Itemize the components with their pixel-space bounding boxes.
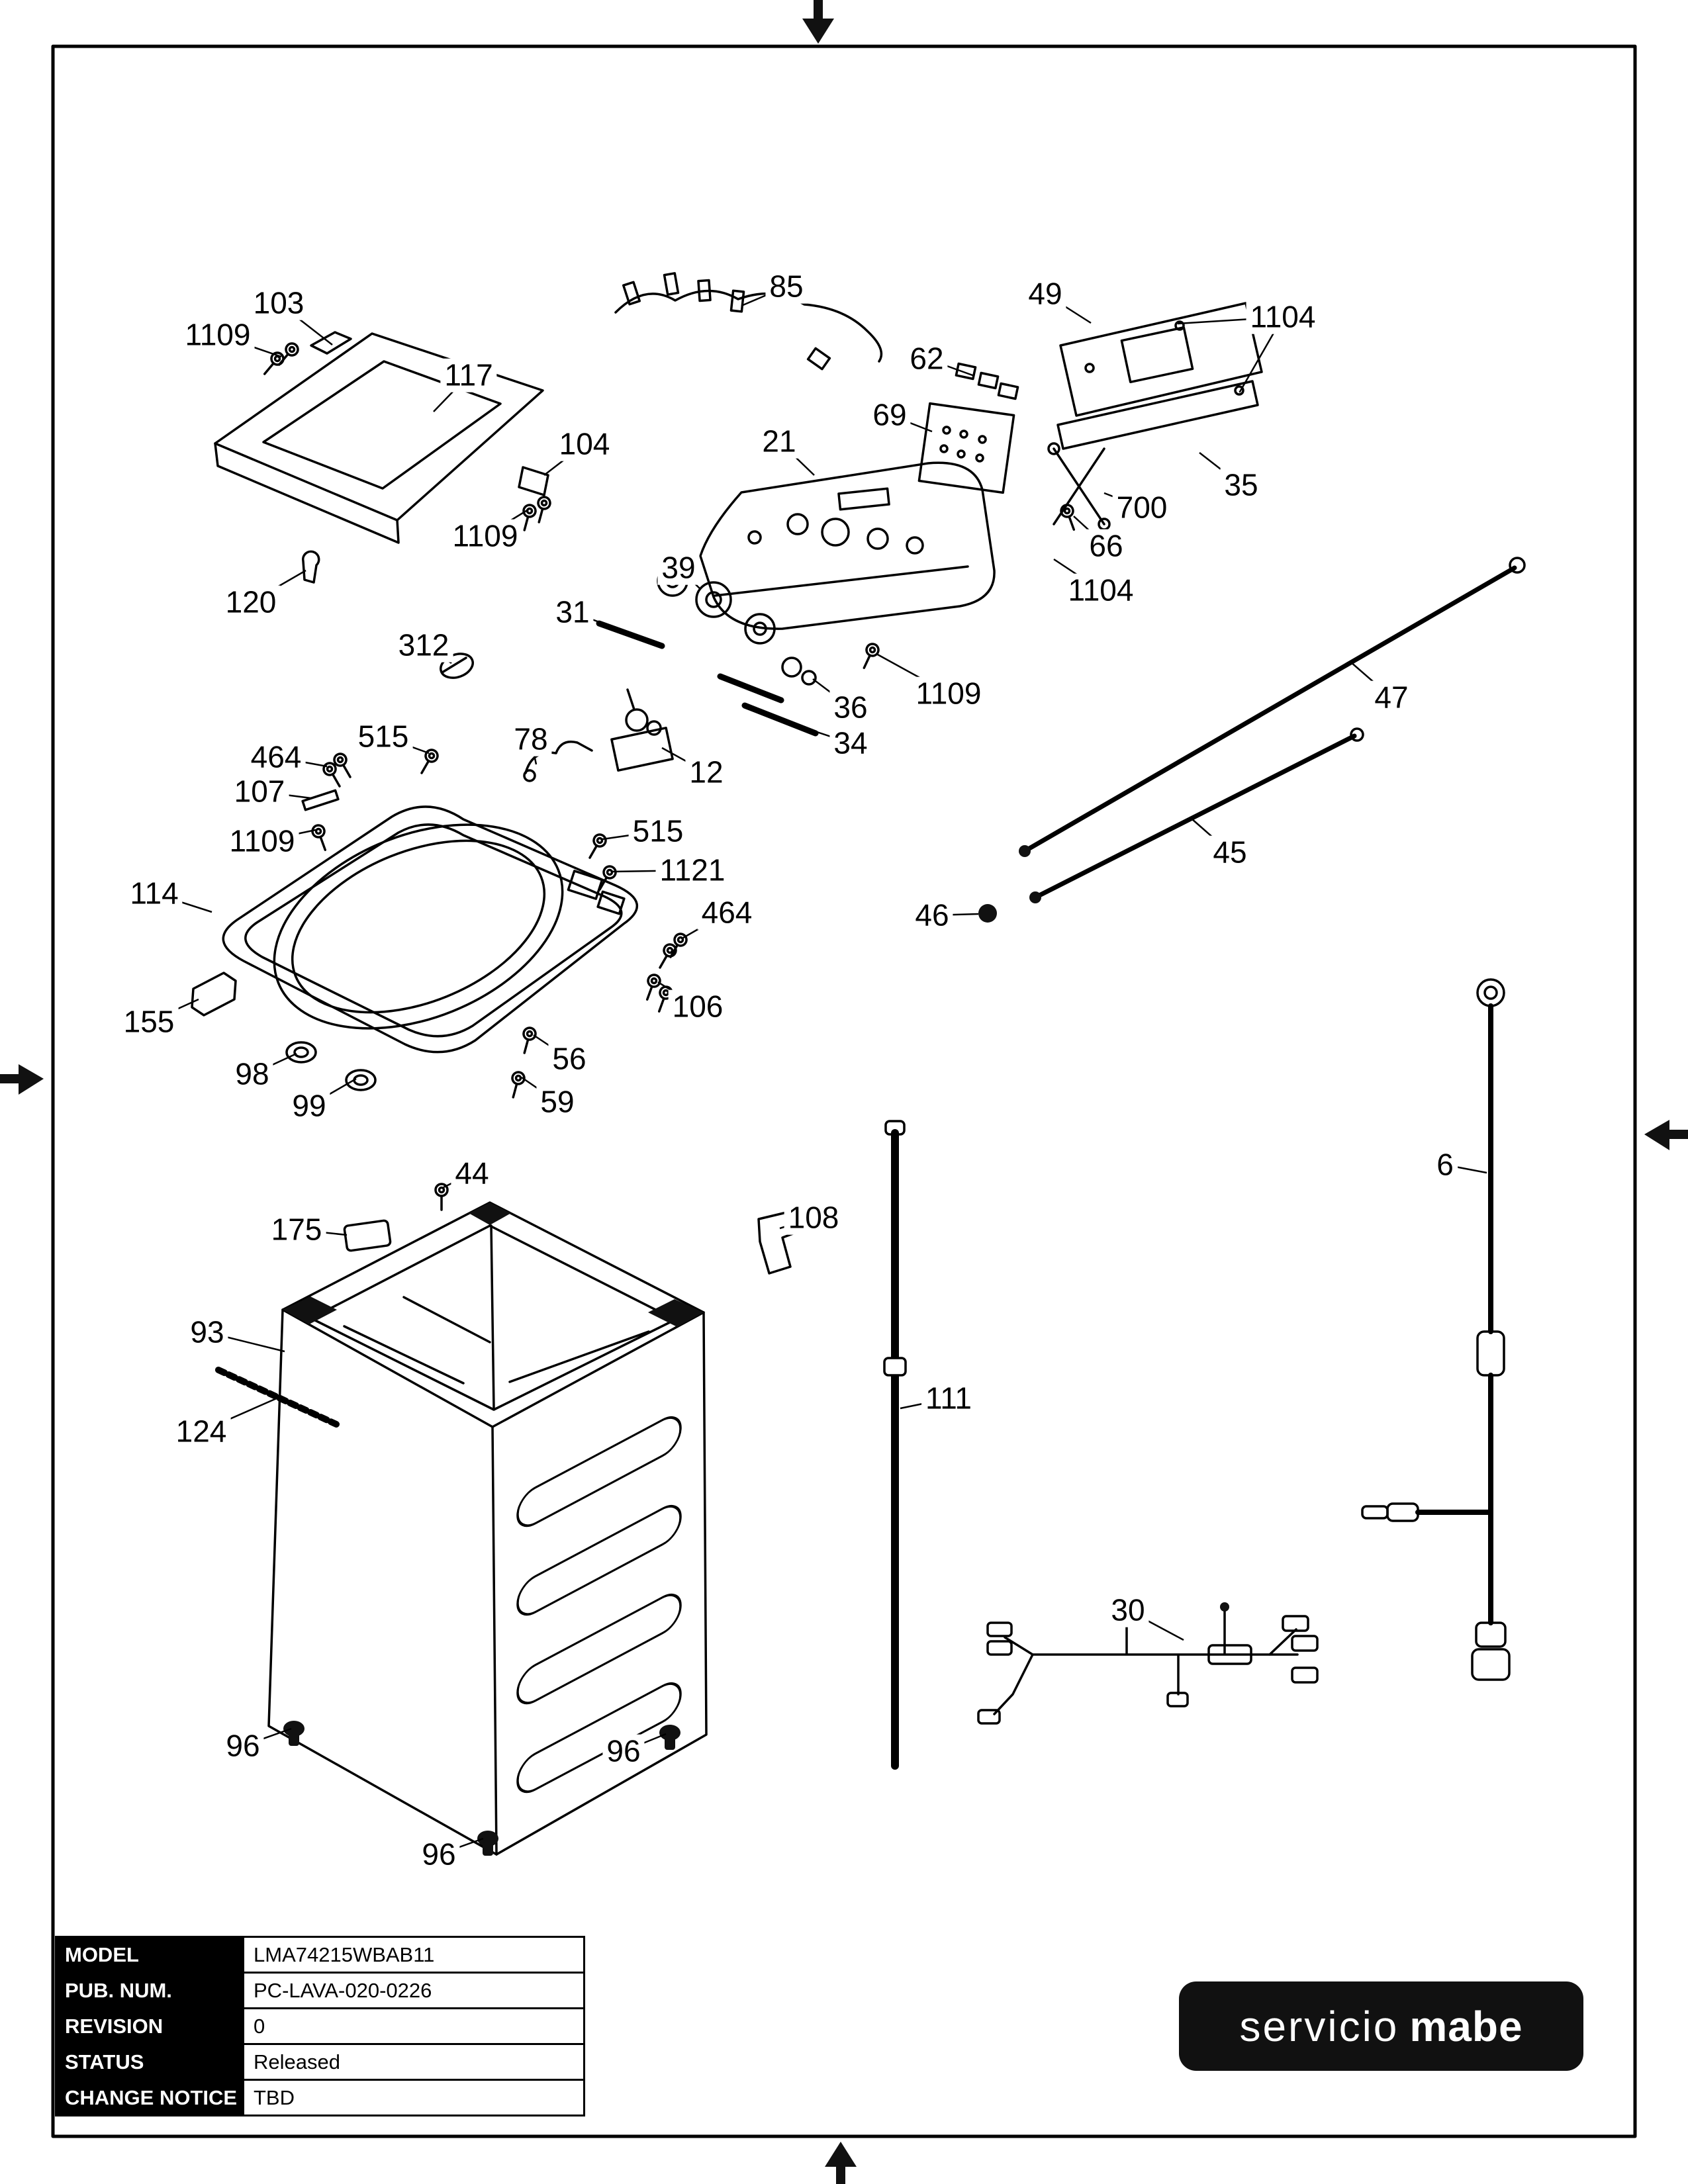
tub-ring-drawing [191, 746, 690, 1101]
suspension-rods-drawing [978, 557, 1526, 923]
title-block-value: 0 [242, 2007, 585, 2045]
page-border [51, 44, 1637, 2138]
main-harness-drawing [977, 1602, 1319, 1725]
knobs-and-trim-drawing [596, 565, 819, 737]
registration-mark-bottom [836, 2165, 845, 2184]
title-block-row: CHANGE NOTICE TBD [55, 2079, 585, 2116]
title-block-label: MODEL [55, 1936, 244, 1974]
title-block-row: MODEL LMA74215WBAB11 [55, 1936, 585, 1974]
logo-text-mabe: mabe [1409, 2002, 1523, 2050]
servicio-mabe-logo: servicio mabe [1179, 1981, 1583, 2071]
lid-assembly-drawing [214, 331, 553, 584]
title-block-row: REVISION 0 [55, 2007, 585, 2045]
title-block-table: MODEL LMA74215WBAB11 PUB. NUM. PC-LAVA-0… [55, 1936, 585, 2116]
latch-parts-drawing [440, 653, 674, 782]
registration-mark-left [0, 1074, 20, 1083]
title-block-row: PUB. NUM. PC-LAVA-020-0226 [55, 1972, 585, 2009]
title-block-label: PUB. NUM. [55, 1972, 244, 2009]
cabinet-drawing [215, 1183, 794, 1857]
hinge-bracket-drawing [1047, 442, 1111, 533]
title-block-row: STATUS Released [55, 2043, 585, 2081]
fill-hose-drawing [1361, 978, 1511, 1681]
top-harness-drawing [614, 272, 883, 371]
title-block-value: TBD [242, 2079, 585, 2116]
drain-tube-drawing [883, 1120, 907, 1770]
title-block-label: CHANGE NOTICE [55, 2079, 244, 2116]
title-block-label: STATUS [55, 2043, 244, 2081]
logo-text-servicio: servicio [1239, 2002, 1399, 2050]
control-board-drawing [917, 362, 1019, 494]
title-block-value: LMA74215WBAB11 [242, 1936, 585, 1974]
title-block-value: Released [242, 2043, 585, 2081]
rear-panel-drawing [1056, 302, 1284, 450]
control-panel-drawing [699, 461, 996, 672]
registration-mark-top [814, 0, 823, 20]
title-block-label: REVISION [55, 2007, 244, 2045]
title-block-value: PC-LAVA-020-0226 [242, 1972, 585, 2009]
registration-mark-right [1668, 1130, 1688, 1139]
